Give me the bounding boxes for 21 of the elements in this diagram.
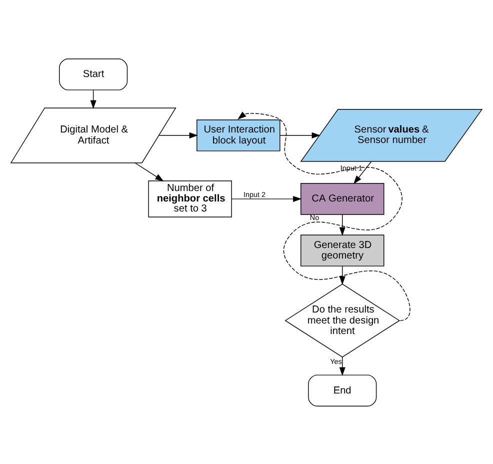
node-box: Start bbox=[59, 58, 128, 90]
arrow bbox=[339, 265, 346, 284]
arrow bbox=[238, 111, 410, 320]
arrow bbox=[158, 132, 198, 138]
node-box: Generate 3D geometry bbox=[300, 234, 384, 266]
arrow bbox=[339, 356, 346, 376]
node-box: User Interaction block layout bbox=[196, 119, 280, 151]
edge-label: Input 1 bbox=[340, 162, 362, 172]
node-box: Number of neighbor cells set to 3 bbox=[148, 180, 232, 217]
node-box: End bbox=[308, 374, 377, 406]
arrow bbox=[339, 214, 346, 236]
arrow bbox=[280, 132, 320, 138]
edge-label: Yes bbox=[330, 356, 342, 366]
node-box: CA Generator bbox=[300, 182, 384, 214]
edge-label: Input 2 bbox=[244, 189, 266, 198]
node-diamond: Do the results meet the design intent bbox=[284, 283, 400, 357]
edge-label: No bbox=[310, 212, 320, 222]
arrow bbox=[90, 89, 96, 108]
arrow bbox=[231, 195, 302, 202]
arrow bbox=[134, 162, 164, 181]
arrow bbox=[353, 160, 372, 184]
